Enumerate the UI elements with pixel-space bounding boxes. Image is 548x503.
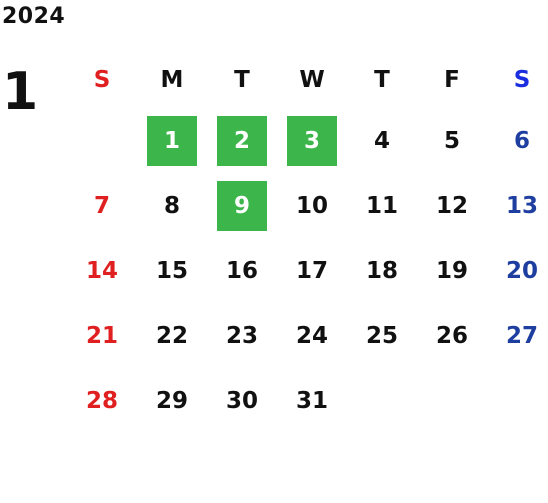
day-cell: 27 bbox=[505, 322, 538, 349]
day-cell: 11 bbox=[365, 192, 398, 219]
day-cell: 15 bbox=[155, 257, 188, 284]
day-cell: 20 bbox=[505, 257, 538, 284]
day-cell: 21 bbox=[85, 322, 118, 349]
year-label: 2024 bbox=[2, 4, 66, 29]
day-cell: 1 bbox=[137, 108, 207, 173]
highlighted-day: 2 bbox=[217, 115, 267, 166]
day-cell: 14 bbox=[85, 257, 118, 284]
day-cell: 25 bbox=[365, 322, 398, 349]
day-cell: 26 bbox=[435, 322, 468, 349]
day-cell: 24 bbox=[295, 322, 328, 349]
day-cell: 13 bbox=[505, 192, 538, 219]
day-cell: 16 bbox=[225, 257, 258, 284]
day-cell: 31 bbox=[295, 387, 328, 414]
weekday-header-mon: M bbox=[160, 67, 184, 93]
day-cell: 3 bbox=[277, 108, 347, 173]
day-cell: 23 bbox=[225, 322, 258, 349]
highlighted-day: 9 bbox=[217, 180, 267, 231]
day-cell: 9 bbox=[207, 173, 277, 238]
day-cell: 8 bbox=[163, 192, 180, 219]
day-cell: 7 bbox=[93, 192, 110, 219]
empty-day-cell bbox=[417, 368, 487, 433]
day-cell: 5 bbox=[443, 127, 460, 154]
weekday-header-sat: S bbox=[513, 67, 531, 93]
highlighted-day: 3 bbox=[287, 115, 337, 166]
month-number: 1 bbox=[2, 62, 39, 122]
empty-day-cell bbox=[67, 108, 137, 173]
weekday-header-thu: T bbox=[374, 67, 390, 93]
weekday-header-wed: W bbox=[299, 67, 325, 93]
day-cell: 28 bbox=[85, 387, 118, 414]
empty-day-cell bbox=[347, 368, 417, 433]
day-cell: 30 bbox=[225, 387, 258, 414]
day-cell: 10 bbox=[295, 192, 328, 219]
weekday-header-tue: T bbox=[234, 67, 250, 93]
day-cell: 2 bbox=[207, 108, 277, 173]
day-cell: 19 bbox=[435, 257, 468, 284]
day-cell: 6 bbox=[513, 127, 530, 154]
day-cell: 17 bbox=[295, 257, 328, 284]
empty-day-cell bbox=[487, 368, 548, 433]
day-cell: 4 bbox=[373, 127, 390, 154]
day-cell: 29 bbox=[155, 387, 188, 414]
day-cell: 12 bbox=[435, 192, 468, 219]
highlighted-day: 1 bbox=[147, 115, 197, 166]
weekday-header-sun: S bbox=[93, 67, 111, 93]
day-cell: 22 bbox=[155, 322, 188, 349]
weekday-header-fri: F bbox=[444, 67, 460, 93]
day-cell: 18 bbox=[365, 257, 398, 284]
